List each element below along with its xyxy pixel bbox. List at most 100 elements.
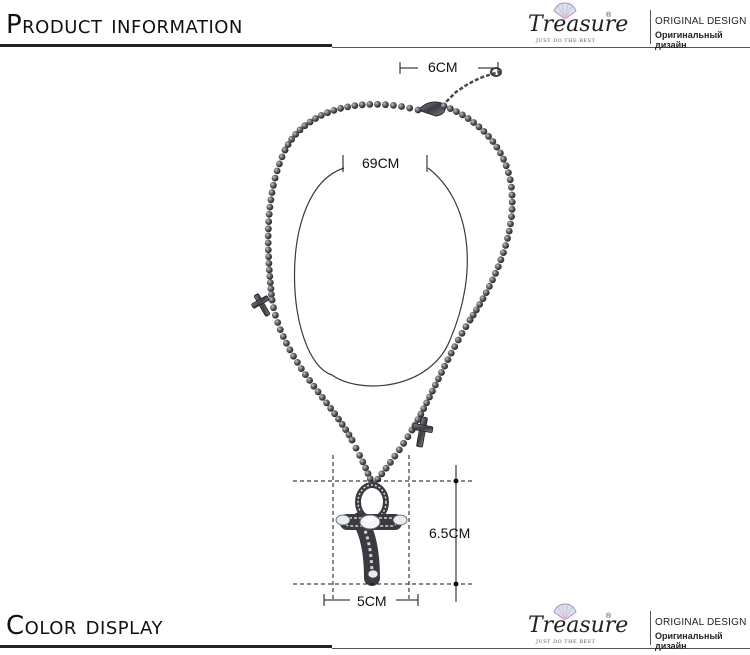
brand-tagline: JUST DO THE BEST — [536, 38, 596, 44]
chain-bead — [420, 405, 428, 412]
chain-bead — [265, 266, 273, 274]
chain-bead — [284, 141, 292, 148]
chain-bead — [296, 126, 304, 134]
chain-bead — [489, 276, 496, 284]
chain-bead — [270, 304, 277, 312]
chain-bead — [310, 382, 318, 390]
chain-bead — [508, 213, 515, 221]
chain-bead — [508, 183, 515, 191]
chain-bead — [264, 246, 272, 254]
chain-bead — [264, 232, 272, 240]
original-design-label: ORIGINAL DESIGN — [655, 16, 747, 27]
chain-bead — [267, 285, 275, 292]
chain-bead — [279, 333, 287, 340]
chain-bead — [429, 387, 436, 395]
chain-bead — [358, 101, 366, 109]
chain-bead — [390, 102, 397, 109]
chain-bead — [417, 410, 425, 418]
chain-bead — [451, 343, 459, 350]
chain-bead — [281, 146, 289, 154]
ankh-cross-icon — [335, 482, 408, 586]
chain-bead — [359, 458, 367, 466]
chain-bead — [508, 198, 516, 206]
chain-bead — [502, 162, 510, 170]
cross-icon — [412, 416, 434, 448]
chain-bead — [486, 283, 493, 290]
chain-bead — [327, 404, 334, 412]
brand-separator — [650, 611, 651, 645]
chain-bead — [302, 371, 309, 378]
title-underline — [0, 645, 332, 648]
chain-bead — [505, 169, 512, 177]
chain-bead — [344, 103, 351, 111]
chain-bead — [351, 102, 359, 109]
pendant-height-label: 6.5CM — [429, 525, 471, 541]
chain-bead — [288, 135, 295, 143]
chain-bead — [504, 234, 511, 242]
chain-bead — [444, 356, 452, 363]
chain-bead — [475, 123, 483, 131]
chain-bead — [506, 176, 514, 184]
chain-bead — [338, 420, 346, 428]
chain-bead — [276, 326, 284, 333]
chain-length-label: 69CM — [362, 155, 400, 171]
chain-bead — [406, 104, 414, 112]
chain-bead — [272, 311, 279, 319]
chain-bead — [459, 111, 466, 119]
chain-bead — [473, 306, 480, 314]
chain-bead — [330, 107, 338, 114]
chain-bead — [497, 149, 504, 157]
chain-bead — [466, 316, 474, 324]
chain-bead — [348, 436, 356, 444]
chain-bead — [301, 122, 309, 130]
chain-bead — [335, 415, 342, 423]
chain-bead — [268, 189, 276, 196]
chain-bead — [265, 253, 272, 261]
chain-bead — [469, 311, 477, 319]
top-header: Product information Treasure ® JUST DO T… — [0, 0, 750, 52]
chain-bead — [423, 399, 430, 407]
chain-bead — [414, 416, 422, 423]
chain-bead — [374, 100, 381, 108]
chain-bead — [485, 132, 492, 140]
chain-bead — [268, 291, 275, 298]
chain-bead — [391, 452, 399, 460]
chain-bead — [286, 346, 294, 354]
chain-bead — [267, 196, 275, 204]
chain-bead — [276, 160, 283, 168]
chain-bead — [352, 444, 360, 452]
chain-bead — [265, 218, 273, 226]
chain-bead — [342, 426, 350, 433]
chain-bead — [493, 143, 501, 151]
chain-bead — [283, 339, 290, 347]
chain-bead — [366, 101, 374, 108]
brand-logo: Treasure — [528, 12, 629, 37]
chain-bead — [264, 239, 272, 247]
original-design-ru-label: Оригинальный дизайн — [655, 631, 723, 651]
chain-bead — [312, 115, 319, 122]
chain-bead — [464, 115, 472, 122]
chain-length-diagram — [293, 155, 468, 387]
chain-bead — [492, 269, 499, 277]
chain-bead — [447, 349, 455, 357]
chain-bead — [398, 103, 405, 110]
extender-length-label: 6CM — [428, 59, 458, 75]
chain-bead — [400, 439, 407, 447]
chain-bead — [265, 260, 273, 267]
chain-bead — [382, 101, 389, 109]
chain-bead — [274, 319, 282, 326]
chain-bead — [266, 203, 274, 211]
header-divider — [332, 648, 750, 649]
chain-bead — [378, 470, 386, 478]
chain-bead — [476, 301, 484, 308]
chain-bead — [324, 109, 331, 117]
chain-bead — [323, 399, 330, 407]
chain-bead — [426, 393, 433, 401]
chain-bead — [494, 263, 502, 270]
chain-bead — [266, 273, 274, 280]
title-underline — [0, 44, 332, 47]
original-design-ru-label: Оригинальный дизайн — [655, 30, 723, 50]
chain-bead — [507, 220, 514, 228]
chain-bead — [502, 242, 509, 249]
